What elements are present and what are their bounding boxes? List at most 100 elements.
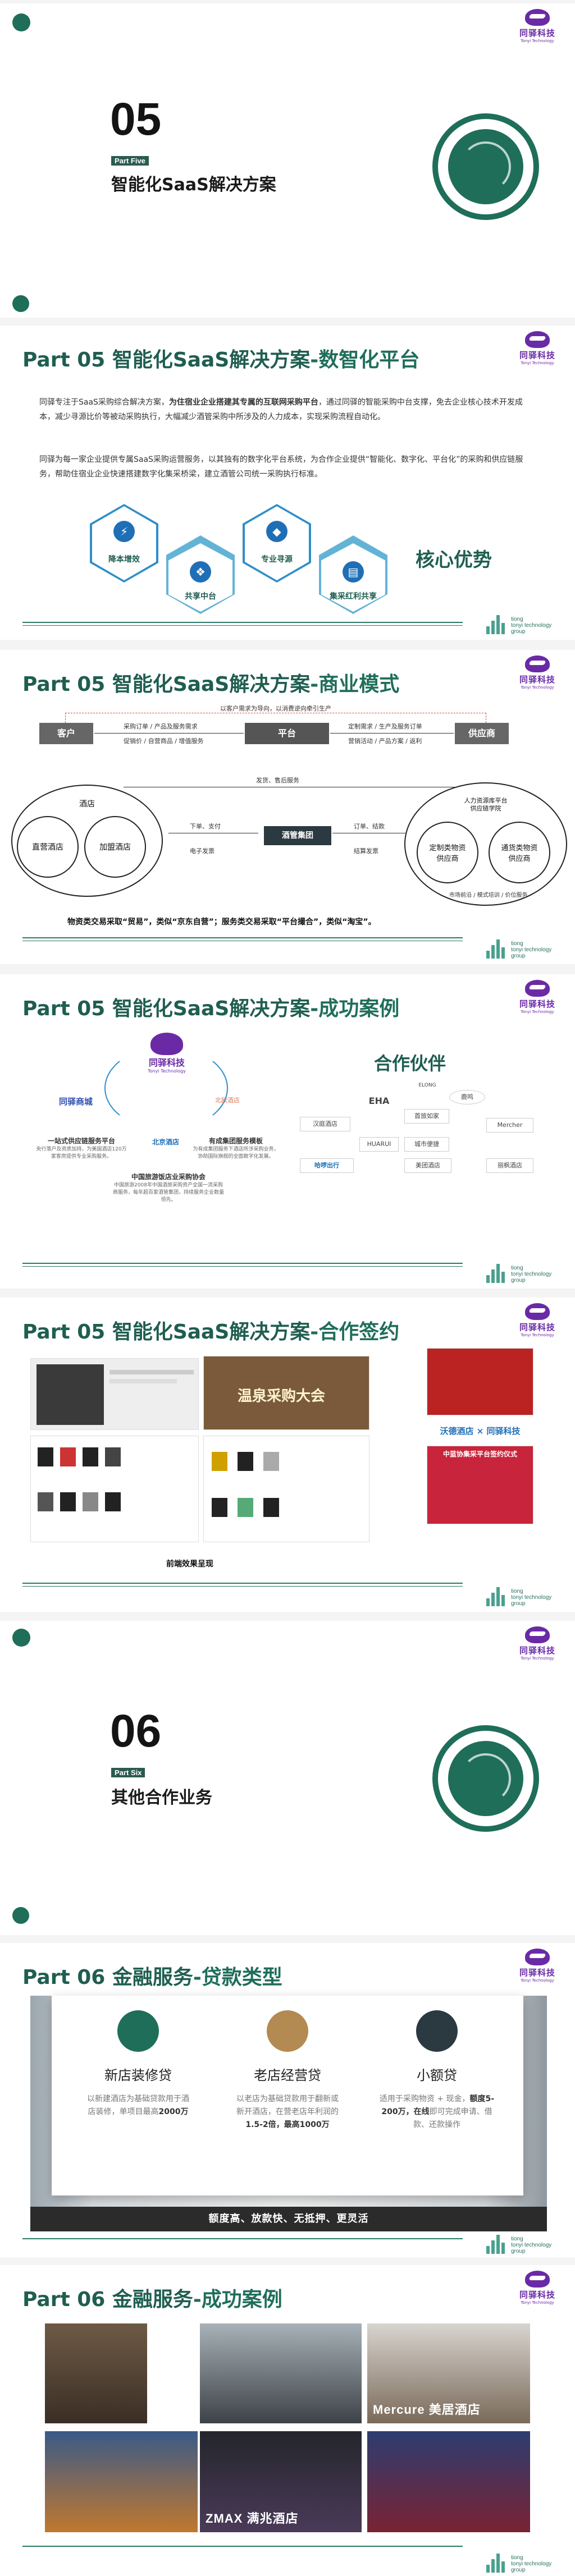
partner-logo: 首旅如家: [404, 1109, 449, 1124]
case-photo-6: [367, 2431, 530, 2532]
partner-logo: 鹿鸣: [449, 1090, 485, 1104]
partner-logo-left: 同驿商城: [58, 1097, 93, 1107]
brand-logo-icon: [525, 331, 550, 348]
photo-signing-1: [427, 1348, 533, 1415]
hex-card-cost: ⚡ 降本增效: [90, 504, 158, 583]
partner-logo: ELONG: [408, 1079, 447, 1093]
lightning-icon: ⚡: [113, 521, 135, 542]
hex-card-bonus: ▤ 集采红利共享: [319, 535, 387, 614]
franchise-hotel-circle: 加盟酒店: [84, 816, 146, 878]
share-icon: ❖: [190, 561, 211, 583]
section-tag: Part Six: [111, 1768, 145, 1777]
intro-paragraph-1: 同驿专注于SaaS采购综合解决方案，为住宿业企业搭建其专属的互联网采购平台，通过…: [39, 398, 523, 421]
hex-card-share: ❖ 共享中台: [166, 535, 235, 614]
brand-logo: 同驿科技 Tonyi Technology: [512, 9, 563, 43]
case-photo-2: [200, 2323, 362, 2423]
core-advantage-label: 核心优势: [416, 549, 492, 571]
case-photo-3: Mercure 美居酒店: [367, 2323, 530, 2423]
signing-headline-1: 沃德酒店 × 同驿科技: [427, 1419, 533, 1443]
section-title: 其他合作业务: [111, 1788, 212, 1808]
customer-box: 客户: [39, 723, 93, 744]
platform-box: 平台: [245, 723, 329, 744]
plane-icon: [117, 2010, 159, 2052]
partner-logo: 丽枫酒店: [486, 1158, 533, 1173]
decor-ring: [432, 113, 539, 220]
partner-logo-mid: 北京酒店: [152, 1138, 179, 1146]
bottom-divider: [22, 622, 463, 623]
section-number: 06: [110, 1706, 162, 1757]
section-05-cover: 同驿科技 Tonyi Technology 05 Part Five 智能化Sa…: [0, 3, 575, 318]
decor-dot: [12, 295, 29, 312]
partner-heading: 合作伙伴: [374, 1053, 446, 1074]
partner-logo: 美团酒店: [404, 1158, 451, 1173]
slide-title: Part 06 金融服务-成功案例: [22, 2288, 282, 2311]
slide-title: Part 05 智能化SaaS解决方案-合作签约: [22, 1321, 400, 1344]
partner-logo: EHA: [359, 1094, 399, 1109]
supplier-box: 供应商: [455, 723, 509, 744]
screenshot-caption: 前端效果呈现: [166, 1560, 213, 1569]
decor-dot: [12, 13, 30, 31]
photo-signing-2: 中蓝协集采平台签约仪式: [427, 1446, 533, 1524]
send-icon: [267, 2010, 308, 2052]
intro-paragraph-2: 同驿为每一家企业提供专属SaaS采购运营服务，以其独有的数字化平台系统，为合作企…: [39, 455, 523, 479]
hex-card-sourcing: ◆ 专业寻源: [243, 504, 311, 583]
partner-logo: 城市便捷: [404, 1137, 449, 1152]
slide-digital-platform: Part 05 智能化SaaS解决方案-数智化平台 同驿科技 Tonyi Tec…: [0, 326, 575, 640]
top-flow-label: 以客户需求为导向，以消费逆向牵引生产: [220, 705, 331, 712]
partner-logo: Mercher: [486, 1118, 533, 1133]
slide-title: Part 05 智能化SaaS解决方案-成功案例: [22, 997, 400, 1020]
general-supplier-circle: 通货类物资 供应商: [489, 822, 550, 883]
loan-banner: 额度高、放款快、无抵押、更灵活: [30, 2207, 547, 2231]
flow-dashed-line: [65, 713, 486, 723]
loan-card-small: 小额贷 适用于采购物资 + 现金，额度5-200万，在线即可完成申请、借款、还款…: [375, 2010, 499, 2132]
partner-logo: 汉庭酒店: [300, 1117, 350, 1131]
slide-title: Part 05 智能化SaaS解决方案-商业模式: [22, 673, 400, 696]
slide-title: Part 06 金融服务-贷款类型: [22, 1966, 282, 1989]
diamond-icon: ◆: [266, 521, 288, 542]
partner-logo-right: 北欧酒店: [215, 1097, 240, 1104]
section-number: 05: [110, 94, 162, 145]
screenshot-products-2: [203, 1436, 369, 1542]
screenshot-products: [30, 1436, 199, 1542]
section-tag: Part Five: [111, 156, 149, 166]
brand-name: 同驿科技: [519, 28, 555, 38]
partner-logo: 哈啰出行: [300, 1158, 354, 1173]
loan-card-new: 新店装修贷 以新建酒店为基础贷款用于酒店装修，单项目最高2000万: [76, 2010, 200, 2119]
screenshot-shop: [30, 1358, 199, 1430]
case-photo-5: ZMAX 满兆酒店: [200, 2431, 362, 2532]
globe-icon: [416, 2010, 458, 2052]
direct-hotel-circle: 直营酒店: [17, 816, 79, 878]
brand-logo: 同驿科技 Tonyi Technology: [512, 331, 563, 365]
case-photo-1: [45, 2323, 147, 2423]
slide-title: Part 05 智能化SaaS解决方案-数智化平台: [22, 349, 420, 372]
hotel-group-box: 酒管集团: [264, 826, 331, 845]
brand-logo-icon: [525, 9, 550, 26]
decor-arc: [460, 141, 511, 192]
document-icon: ▤: [343, 561, 364, 583]
custom-supplier-circle: 定制类物资 供应商: [417, 822, 478, 883]
screenshot-banner: 温泉采购大会: [203, 1356, 369, 1430]
case-photo-4: [45, 2431, 198, 2532]
brand-name-en: Tonyi Technology: [521, 39, 554, 43]
business-footer-note: 物资类交易采取“贸易”，类似“京东自营”；服务类交易采取“平台撮合”，类似“淘宝…: [67, 918, 376, 927]
partner-logo: HUARUI: [359, 1137, 399, 1152]
